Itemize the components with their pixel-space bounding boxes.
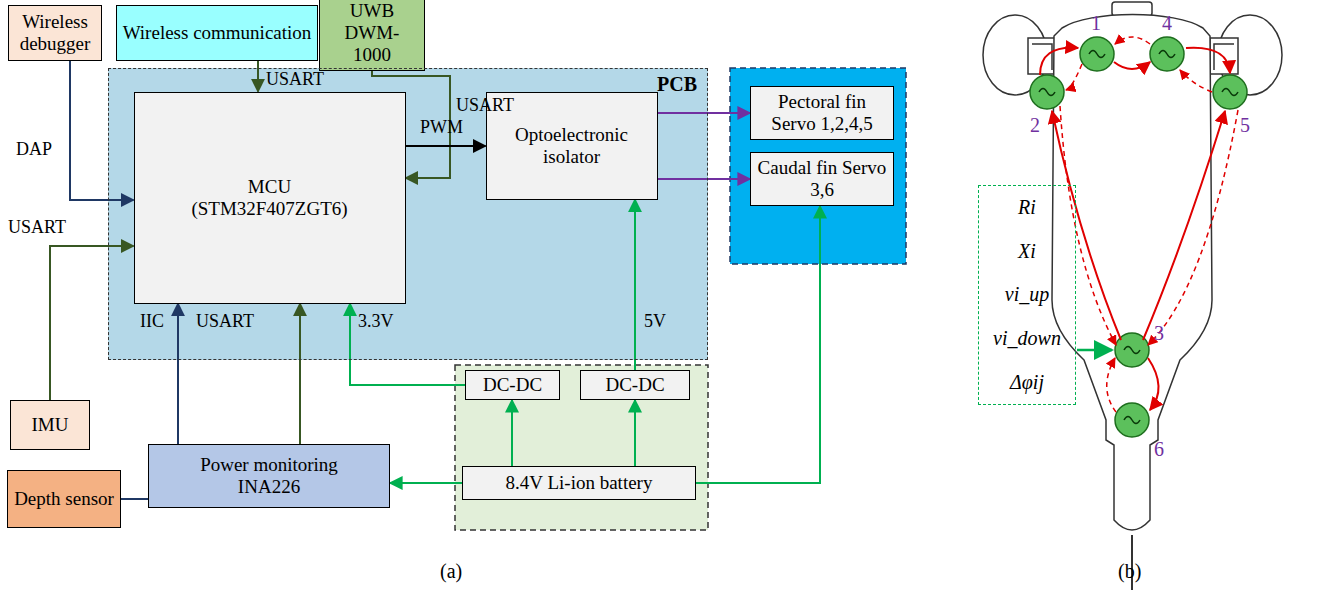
node-label: Depth sensor [14, 488, 114, 510]
parameter-symbol: Xi [1018, 240, 1036, 263]
node-label: IMU [32, 414, 69, 436]
connector [406, 145, 486, 147]
callout-number: 3 [1154, 322, 1164, 344]
connector [257, 61, 259, 92]
connector [299, 304, 301, 445]
parameter-symbol: Δφij [1010, 371, 1044, 394]
converter-box: DC-DC [580, 370, 690, 400]
callout-number: 5 [1240, 114, 1250, 136]
sine-symbol [1039, 51, 1238, 424]
input-box: Wireless debugger [8, 5, 102, 61]
node-label: 8.4V Li-ion battery [506, 472, 653, 494]
signal-label: USART [266, 70, 324, 90]
parameter-symbol: vi_down [993, 327, 1061, 350]
signal-label: IIC [140, 312, 164, 332]
pcb-ground [108, 68, 708, 360]
servo-box: Caudal fin Servo 3,6 [750, 152, 894, 206]
panel-label: (b) [1118, 560, 1141, 582]
parameter-symbol: Ri [1018, 196, 1036, 219]
node-label: UWB DWM-1000 [326, 0, 418, 66]
signal-label: 3.3V [358, 312, 394, 332]
input-box: UWB DWM-1000 [319, 0, 425, 71]
node-label: PCB [657, 73, 697, 96]
signal-label: DAP [16, 140, 52, 160]
signal-label: PWM [420, 118, 463, 138]
signal-label: USART [196, 312, 254, 332]
sensor-box: Depth sensor [7, 470, 121, 528]
signal-label: 5V [644, 312, 666, 332]
panel-label: (a) [440, 560, 462, 582]
node-label: Wireless communication [123, 22, 312, 44]
parameter-arrow [1077, 349, 1112, 352]
callout-number: 6 [1154, 438, 1164, 460]
cpg-oscillator [1030, 37, 1247, 437]
servo-box: Pectoral fin Servo 1,2,4,5 [750, 86, 894, 140]
parameter-symbol: vi_up [1005, 283, 1049, 306]
node-label: Pectoral fin Servo 1,2,4,5 [757, 91, 887, 135]
connector [50, 246, 134, 400]
node-label: DC-DC [483, 374, 542, 396]
connector [634, 200, 636, 371]
converter-box: DC-DC [465, 370, 560, 400]
connector [70, 61, 134, 200]
servo-region [730, 68, 906, 264]
signal-label: USART [456, 96, 514, 116]
callout-number: 4 [1162, 12, 1172, 34]
node-label: DC-DC [605, 374, 664, 396]
connector [390, 482, 462, 484]
node-label: Caudal fin Servo 3,6 [757, 157, 887, 201]
callout-number: 2 [1030, 114, 1040, 136]
connector [511, 400, 513, 466]
mcu-box: MCU (STM32F407ZGT6) [134, 92, 406, 304]
callout-number: 1 [1091, 12, 1101, 34]
coupling-arrow [1040, 48, 1230, 410]
sensor-box: IMU [10, 400, 90, 450]
power-region [455, 365, 708, 530]
monitor-box: Power monitoring INA226 [148, 444, 390, 508]
connector [658, 178, 751, 180]
node-label: Power monitoring INA226 [169, 454, 369, 498]
node-label: Wireless debugger [15, 11, 95, 55]
coupling-arrow-dashed [1060, 37, 1238, 412]
connector [696, 206, 820, 483]
connector [350, 304, 465, 386]
parameter-box: RiXi vi_up vi_downΔφij [978, 185, 1076, 405]
input-box: Wireless communication [116, 5, 318, 61]
connector [634, 400, 636, 466]
battery-box: 8.4V Li-ion battery [462, 466, 696, 500]
node-label: MCU (STM32F407ZGT6) [175, 176, 365, 220]
node-label: Optoelectronic isolator [487, 124, 657, 168]
robot-fish [983, 2, 1282, 590]
signal-label: USART [8, 218, 66, 238]
connector [658, 112, 751, 114]
